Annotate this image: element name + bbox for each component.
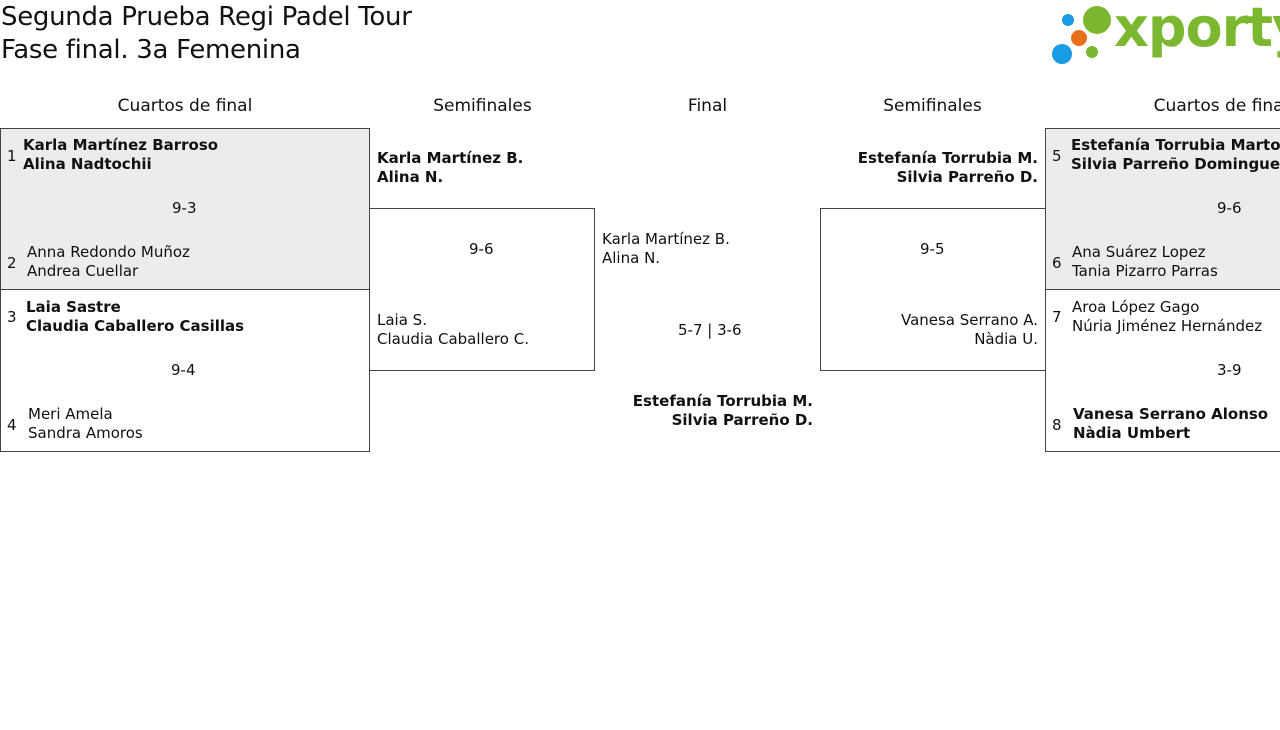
qf-right-match-1[interactable] bbox=[1045, 128, 1280, 290]
column-header-sf-left: Semifinales bbox=[433, 96, 532, 116]
match-score: 9-4 bbox=[171, 361, 196, 379]
seed-number: 3 bbox=[7, 308, 17, 326]
seed-number: 8 bbox=[1052, 416, 1062, 434]
tournament-title: Segunda Prueba Regi Padel Tour bbox=[1, 2, 412, 32]
player-name[interactable]: Karla Martínez B. bbox=[377, 149, 524, 167]
player-name[interactable]: Ana Suárez Lopez bbox=[1072, 243, 1206, 261]
player-name[interactable]: Aroa López Gago bbox=[1072, 298, 1200, 316]
player-name[interactable]: Tania Pizarro Parras bbox=[1072, 262, 1218, 280]
player-name[interactable]: Meri Amela bbox=[28, 405, 113, 423]
player-name[interactable]: Alina N. bbox=[377, 168, 444, 186]
player-name[interactable]: Anna Redondo Muñoz bbox=[27, 243, 190, 261]
player-name[interactable]: Vanesa Serrano Alonso bbox=[1073, 405, 1269, 423]
seed-number: 6 bbox=[1052, 254, 1062, 272]
logo-dot-blue-small bbox=[1062, 14, 1074, 26]
player-name[interactable]: Silvia Parreño Dominguez bbox=[1071, 155, 1280, 173]
player-name[interactable]: Andrea Cuellar bbox=[27, 262, 139, 280]
player-name[interactable]: Laia S. bbox=[377, 311, 427, 329]
column-header-qf-left: Cuartos de final bbox=[117, 96, 253, 116]
final-score: 5-7 | 3-6 bbox=[678, 321, 742, 339]
player-name[interactable]: Claudia Caballero C. bbox=[377, 330, 529, 348]
logo-dot-green-small bbox=[1086, 46, 1098, 58]
player-name[interactable]: Vanesa Serrano A. bbox=[900, 311, 1038, 329]
logo-dot-blue-large bbox=[1052, 44, 1072, 64]
player-name[interactable]: Claudia Caballero Casillas bbox=[26, 317, 245, 335]
match-score: 9-6 bbox=[469, 240, 494, 258]
player-name[interactable]: Silvia Parreño D. bbox=[896, 168, 1038, 186]
player-name[interactable]: Estefanía Torrubia M. bbox=[632, 392, 813, 410]
player-name[interactable]: Alina N. bbox=[602, 249, 661, 267]
match-score: 9-5 bbox=[920, 240, 945, 258]
match-score: 3-9 bbox=[1217, 361, 1242, 379]
player-name[interactable]: Karla Martínez B. bbox=[602, 230, 730, 248]
logo-wordmark: xporty bbox=[1114, 0, 1280, 59]
seed-number: 7 bbox=[1052, 308, 1062, 326]
column-header-qf-right: Cuartos de final bbox=[1153, 96, 1280, 116]
player-name[interactable]: Silvia Parreño D. bbox=[671, 411, 813, 429]
player-name[interactable]: Karla Martínez Barroso bbox=[23, 136, 219, 154]
player-name[interactable]: Núria Jiménez Hernández bbox=[1072, 317, 1263, 335]
player-name[interactable]: Alina Nadtochii bbox=[23, 155, 152, 173]
qf-left-match-1[interactable] bbox=[0, 128, 370, 290]
player-name[interactable]: Nàdia Umbert bbox=[1073, 424, 1191, 442]
player-name[interactable]: Estefanía Torrubia Martos bbox=[1071, 136, 1280, 154]
match-score: 9-3 bbox=[172, 199, 197, 217]
qf-right-match-2[interactable] bbox=[1045, 289, 1280, 452]
logo-dot-orange bbox=[1071, 30, 1087, 46]
column-header-final: Final bbox=[687, 96, 728, 116]
player-name[interactable]: Estefanía Torrubia M. bbox=[857, 149, 1038, 167]
player-name[interactable]: Sandra Amoros bbox=[28, 424, 143, 442]
player-name[interactable]: Nàdia U. bbox=[974, 330, 1038, 348]
bracket-subtitle: Fase final. 3a Femenina bbox=[1, 35, 301, 65]
sf-left-match-box[interactable] bbox=[369, 208, 595, 371]
logo-dot-green-large bbox=[1083, 6, 1111, 34]
seed-number: 2 bbox=[7, 254, 17, 272]
player-name[interactable]: Laia Sastre bbox=[26, 298, 121, 316]
seed-number: 4 bbox=[7, 416, 17, 434]
seed-number: 1 bbox=[7, 147, 17, 165]
match-score: 9-6 bbox=[1217, 199, 1242, 217]
column-header-sf-right: Semifinales bbox=[883, 96, 982, 116]
seed-number: 5 bbox=[1052, 147, 1062, 165]
xporty-logo[interactable]: xporty bbox=[1050, 0, 1280, 68]
